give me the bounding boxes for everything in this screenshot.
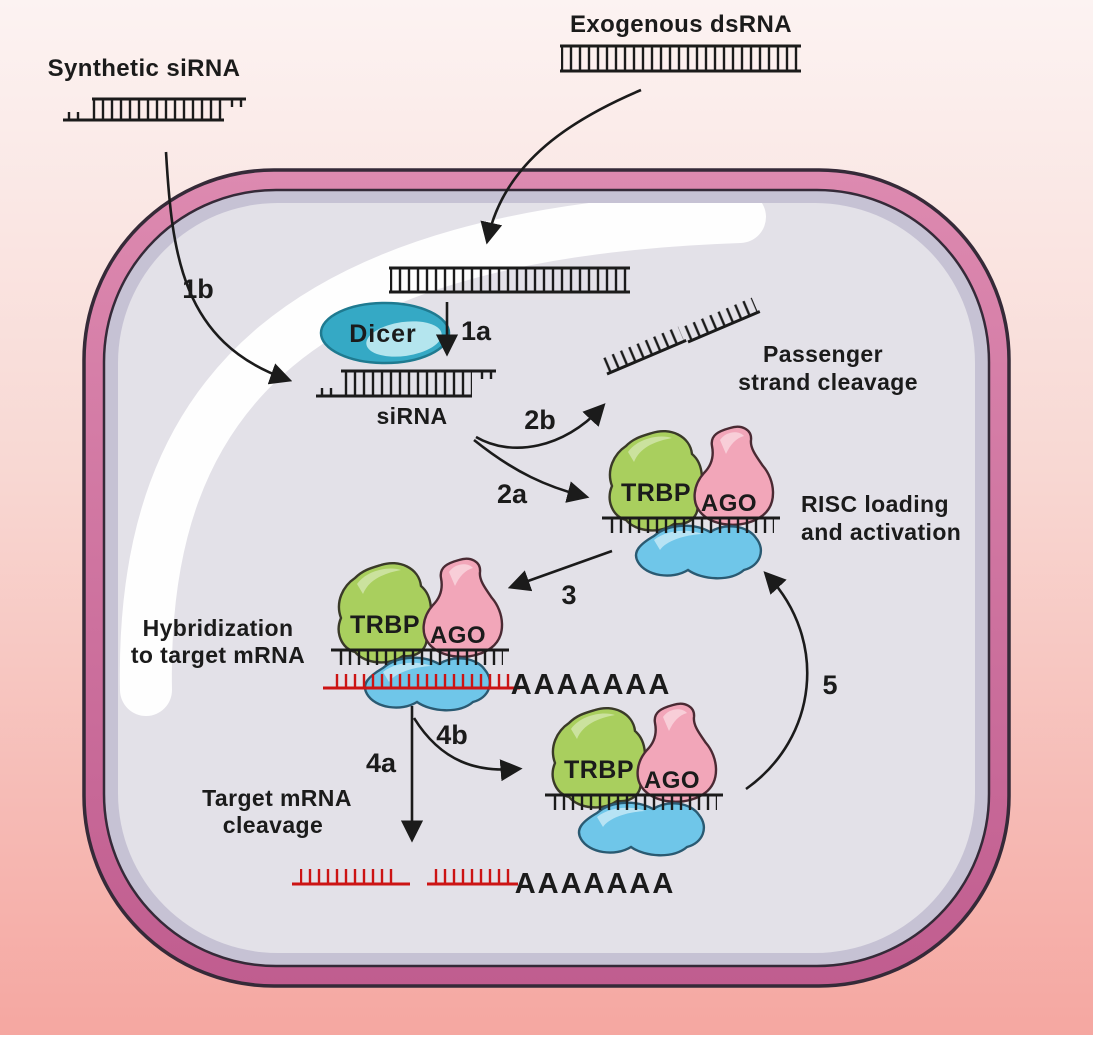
step-1b-arrow — [164, 151, 293, 385]
step-3-arrow — [507, 549, 613, 592]
cleaved-mrna-fragment-1 — [292, 869, 410, 886]
cleaved-mrna-fragment-2 — [427, 869, 518, 886]
synthetic-sirna-duplex: Synthetic siRNA — [48, 55, 246, 122]
passenger-cleavage-caption-line2: strand cleavage — [738, 369, 918, 395]
exogenous-entry-arrow — [480, 88, 642, 245]
exogenous-dsrna-label: Exogenous dsRNA — [570, 11, 792, 38]
ago-label: AGO — [701, 490, 757, 517]
hybridization-caption-line2: to target mRNA — [131, 642, 305, 668]
cytoplasm-highlight — [119, 203, 766, 716]
target-cleavage-caption-line2: cleavage — [223, 812, 323, 838]
hybridization-caption-line1: Hybridization — [143, 615, 294, 641]
risc-complex-loading: TRBP AGO — [602, 425, 780, 580]
ago-label: AGO — [644, 767, 700, 794]
step-4b-arrow — [412, 717, 523, 782]
ago-label: AGO — [430, 622, 486, 649]
step-2b-arrow — [475, 403, 606, 449]
cytoplasmic-dsrna-duplex — [389, 266, 630, 294]
step-1a-label: 1a — [461, 316, 492, 346]
polya-tail-label: AAAAAAA — [515, 868, 676, 900]
trbp-label: TRBP — [564, 756, 634, 784]
sirna-duplex: siRNA — [316, 369, 496, 429]
step-2a-arrow — [473, 438, 590, 503]
cell — [82, 168, 1011, 988]
risc-caption-line1: RISC loading — [801, 491, 949, 517]
target-cleavage-caption-line1: Target mRNA — [202, 785, 352, 811]
step-4b-label: 4b — [436, 720, 468, 750]
exogenous-dsrna-duplex: Exogenous dsRNA — [560, 11, 801, 73]
polya-tail-label: AAAAAAA — [511, 669, 672, 701]
step-5-arrow — [745, 571, 809, 791]
risc-complex-recycled: TRBP AGO — [545, 702, 723, 857]
step-4a-label: 4a — [366, 748, 397, 778]
dsrna-rungs — [561, 46, 800, 71]
cytoplasm — [118, 203, 975, 953]
passenger-strand-fragment-1 — [602, 326, 687, 376]
passenger-strand-fragment-2 — [683, 297, 761, 344]
trbp-label: TRBP — [621, 479, 691, 507]
risc-caption-line2: and activation — [801, 519, 961, 545]
passenger-cleavage-caption-line1: Passenger — [763, 341, 883, 367]
step-2b-label: 2b — [524, 405, 556, 435]
synthetic-sirna-label: Synthetic siRNA — [48, 55, 241, 82]
trbp-label: TRBP — [350, 611, 420, 639]
sirna-label: siRNA — [376, 403, 447, 429]
step-3-label: 3 — [561, 580, 576, 610]
target-mrna-strand — [323, 674, 520, 690]
step-1b-label: 1b — [182, 274, 214, 304]
dicer-label: Dicer — [349, 320, 417, 348]
step-2a-label: 2a — [497, 479, 528, 509]
sirna-rungs — [92, 99, 222, 120]
risc-complex-hybridization: TRBP AGO — [331, 557, 509, 712]
step-5-label: 5 — [822, 670, 837, 700]
dicer-enzyme: Dicer — [319, 301, 451, 365]
